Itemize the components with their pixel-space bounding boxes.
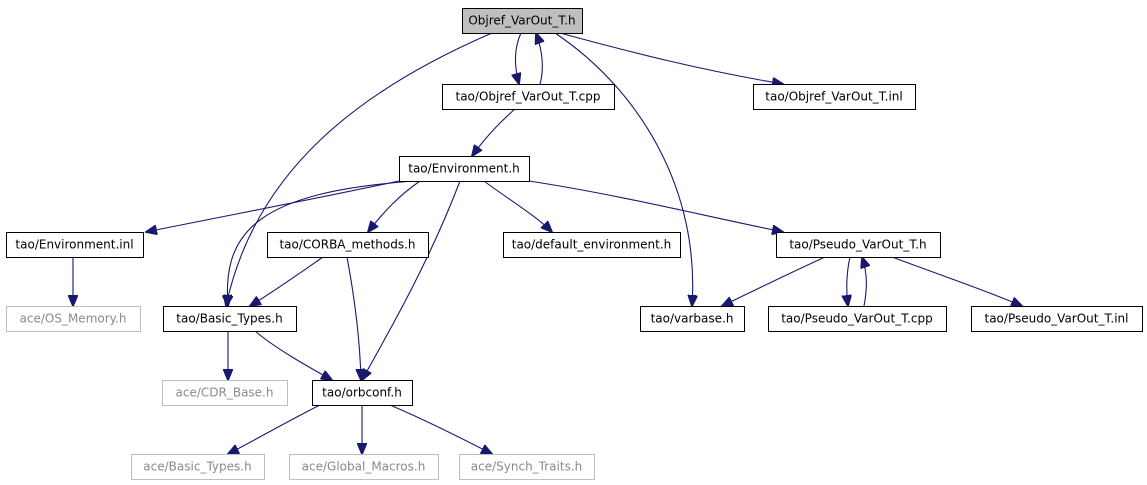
- edge-cpp-to-env: [472, 108, 516, 156]
- node-box: [267, 232, 429, 258]
- node-synch[interactable]: ace/Synch_Traits.h: [459, 454, 595, 480]
- node-label: tao/Environment.h: [408, 162, 520, 176]
- node-env[interactable]: tao/Environment.h: [399, 156, 530, 182]
- node-acebasic[interactable]: ace/Basic_Types.h: [131, 454, 265, 480]
- edge-env-to-orbconf: [362, 180, 461, 380]
- node-pcpp[interactable]: tao/Pseudo_VarOut_T.cpp: [768, 306, 947, 332]
- edge-env-to-defenv: [483, 180, 552, 232]
- edge-pseudo-to-pinl: [891, 256, 1022, 306]
- edge-pseudo-to-pcpp: [847, 256, 850, 306]
- node-label: tao/Pseudo_VarOut_T.inl: [985, 312, 1129, 326]
- node-pseudo[interactable]: tao/Pseudo_VarOut_T.h: [776, 232, 941, 258]
- node-box: [131, 454, 265, 480]
- node-label: ace/CDR_Base.h: [176, 386, 274, 400]
- edge-cpp-to-root: [536, 33, 542, 85]
- edge-basic-to-orbconf: [254, 330, 332, 380]
- node-label: tao/varbase.h: [651, 312, 734, 326]
- node-box: [442, 84, 615, 110]
- node-label: ace/Basic_Types.h: [143, 460, 251, 474]
- node-layer: Objref_VarOut_T.h tao/Objref_VarOut_T.cpp…: [6, 8, 1143, 480]
- edge-env-to-pseudo: [528, 180, 783, 232]
- edge-env-to-basic: [227, 180, 416, 306]
- node-envinl[interactable]: tao/Environment.inl: [6, 232, 144, 258]
- node-root[interactable]: Objref_VarOut_T.h: [462, 8, 583, 34]
- node-box: [162, 380, 288, 406]
- node-varbase[interactable]: tao/varbase.h: [640, 306, 745, 332]
- node-label: tao/Environment.inl: [15, 238, 133, 252]
- edge-pcpp-to-pseudo: [862, 257, 866, 307]
- node-box: [459, 454, 595, 480]
- edge-orbconf-to-synch: [389, 404, 492, 454]
- edge-pseudo-to-varbase: [722, 256, 826, 306]
- node-orbconf[interactable]: tao/orbconf.h: [312, 380, 413, 406]
- node-box: [776, 232, 941, 258]
- node-box: [503, 232, 681, 258]
- node-label: ace/OS_Memory.h: [20, 312, 127, 326]
- node-box: [6, 232, 144, 258]
- node-cdr[interactable]: ace/CDR_Base.h: [162, 380, 288, 406]
- node-label: tao/CORBA_methods.h: [279, 238, 415, 252]
- node-box: [971, 306, 1143, 332]
- edge-env-to-envinl: [146, 180, 400, 232]
- edge-corba-to-basic: [250, 256, 324, 306]
- node-defenv[interactable]: tao/default_environment.h: [503, 232, 681, 258]
- node-box: [768, 306, 947, 332]
- node-label: tao/default_environment.h: [512, 238, 672, 252]
- node-label: ace/Synch_Traits.h: [471, 460, 582, 474]
- edge-root-to-inl: [559, 32, 783, 84]
- edge-corba-to-orbconf: [346, 256, 361, 380]
- node-label: tao/Pseudo_VarOut_T.h: [789, 238, 926, 252]
- node-label: ace/Global_Macros.h: [302, 460, 426, 474]
- node-box: [289, 454, 439, 480]
- node-box: [6, 306, 141, 332]
- node-basic[interactable]: tao/Basic_Types.h: [163, 306, 297, 332]
- edge-root-to-cpp: [515, 32, 521, 84]
- node-cpp[interactable]: tao/Objref_VarOut_T.cpp: [442, 84, 615, 110]
- node-label: tao/Pseudo_VarOut_T.cpp: [781, 312, 933, 326]
- node-label: Objref_VarOut_T.h: [468, 14, 575, 28]
- edge-root-to-basic: [226, 32, 493, 306]
- edge-orbconf-to-acebasic: [228, 404, 321, 454]
- node-box: [163, 306, 297, 332]
- node-box: [399, 156, 530, 182]
- node-pinl[interactable]: tao/Pseudo_VarOut_T.inl: [971, 306, 1143, 332]
- node-inl[interactable]: tao/Objref_VarOut_T.inl: [753, 84, 916, 110]
- edge-env-to-corba: [368, 180, 421, 232]
- node-box: [753, 84, 916, 110]
- node-box: [462, 8, 583, 34]
- node-globalm[interactable]: ace/Global_Macros.h: [289, 454, 439, 480]
- edge-layer: [73, 33, 1022, 454]
- node-box: [640, 306, 745, 332]
- node-osmem[interactable]: ace/OS_Memory.h: [6, 306, 141, 332]
- edge-root-to-varbase: [554, 32, 693, 306]
- node-label: tao/Objref_VarOut_T.inl: [765, 90, 902, 104]
- node-label: tao/orbconf.h: [322, 386, 402, 400]
- node-label: tao/Objref_VarOut_T.cpp: [456, 90, 601, 104]
- node-corba[interactable]: tao/CORBA_methods.h: [267, 232, 429, 258]
- node-box: [312, 380, 413, 406]
- node-label: tao/Basic_Types.h: [176, 312, 282, 326]
